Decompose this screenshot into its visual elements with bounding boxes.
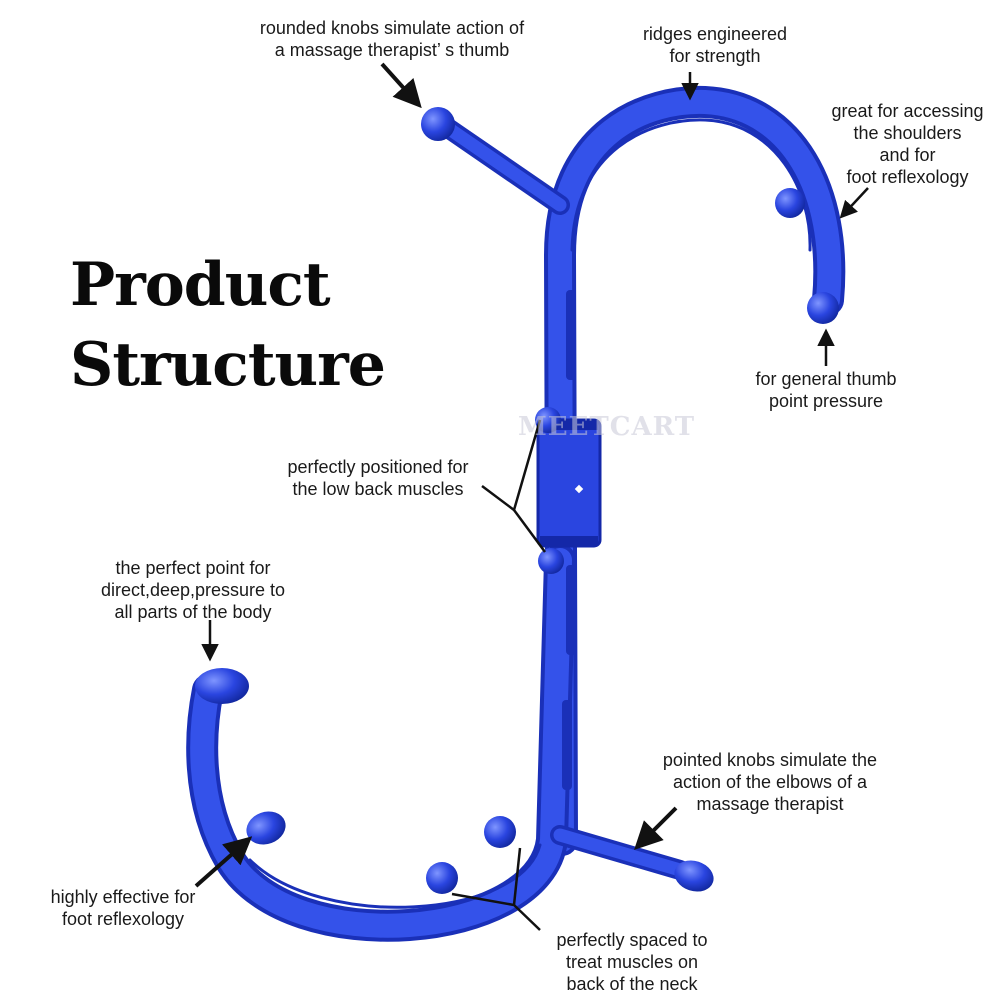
callout-line: back of the neck	[566, 974, 698, 994]
callout-ridges: ridges engineered for strength	[615, 23, 815, 67]
callout-line: perfectly positioned for	[287, 457, 469, 477]
callout-line: treat muscles on	[565, 952, 699, 972]
rounded-knob	[421, 107, 455, 141]
pointed-knob	[674, 860, 714, 892]
callout-low-back: perfectly positioned for the low back mu…	[265, 456, 491, 500]
callout-thumb-pressure: for general thumb point pressure	[736, 368, 916, 412]
thumb-pressure-knob	[807, 292, 839, 324]
leader-neck-upper	[512, 847, 522, 906]
callout-line: and for	[879, 145, 936, 165]
callout-line: ridges engineered	[642, 24, 788, 44]
callout-line: foot reflexology	[846, 167, 969, 187]
shoulder-knob	[775, 188, 805, 218]
callout-line: all parts of the body	[114, 602, 272, 622]
shaft-slot	[566, 565, 576, 655]
callout-line: highly effective for	[50, 887, 196, 907]
callout-line: a massage therapist’ s thumb	[274, 40, 510, 60]
callout-line: direct,deep,pressure to	[100, 580, 286, 600]
deep-pressure-knob	[195, 668, 249, 704]
callout-rounded-knobs: rounded knobs simulate action of a massa…	[236, 17, 548, 61]
leader-low-back-bottom	[512, 509, 547, 553]
shaft-slot	[566, 290, 576, 380]
callout-line: for general thumb	[755, 369, 897, 389]
callout-line: action of the elbows of a	[672, 772, 868, 792]
title-line-1: Product	[70, 250, 331, 321]
callout-line: the shoulders	[853, 123, 962, 143]
callout-line: pointed knobs simulate the	[662, 750, 878, 770]
neck-knob	[484, 816, 516, 848]
callout-pointed-knobs: pointed knobs simulate the action of the…	[640, 749, 900, 815]
neck-knob	[426, 862, 458, 894]
callout-line: the perfect point for	[115, 558, 271, 578]
title-line-2: Structure	[70, 330, 386, 401]
watermark: MEETCART	[518, 412, 696, 442]
callout-line: massage therapist	[696, 794, 844, 814]
foot-knob	[246, 811, 286, 845]
shaft-slot	[562, 700, 572, 790]
callout-line: for strength	[669, 46, 761, 66]
callout-foot-reflexology: highly effective for foot reflexology	[30, 886, 216, 930]
callout-line: perfectly spaced to	[556, 930, 708, 950]
callout-line: point pressure	[768, 391, 884, 411]
callout-arrows	[194, 62, 869, 931]
arrow-rounded-knobs	[380, 62, 422, 109]
low-back-knob	[535, 407, 561, 433]
callout-line: the low back muscles	[292, 479, 464, 499]
callout-deep-pressure: the perfect point for direct,deep,pressu…	[80, 557, 306, 623]
callout-neck-spacing: perfectly spaced to treat muscles on bac…	[536, 929, 728, 995]
callout-line: foot reflexology	[61, 909, 185, 929]
arrow-foot-reflexology	[194, 836, 253, 888]
lower-hook-ridge	[248, 843, 542, 909]
callout-line: great for accessing	[831, 101, 984, 121]
callout-line: rounded knobs simulate action of	[259, 18, 525, 38]
arrow-shoulders	[839, 187, 869, 219]
arrow-pointed-knobs	[634, 806, 678, 850]
callout-shoulders: great for accessing the shoulders and fo…	[815, 100, 1000, 188]
low-back-knob	[538, 548, 564, 574]
page-title: Product Structure	[70, 245, 386, 405]
